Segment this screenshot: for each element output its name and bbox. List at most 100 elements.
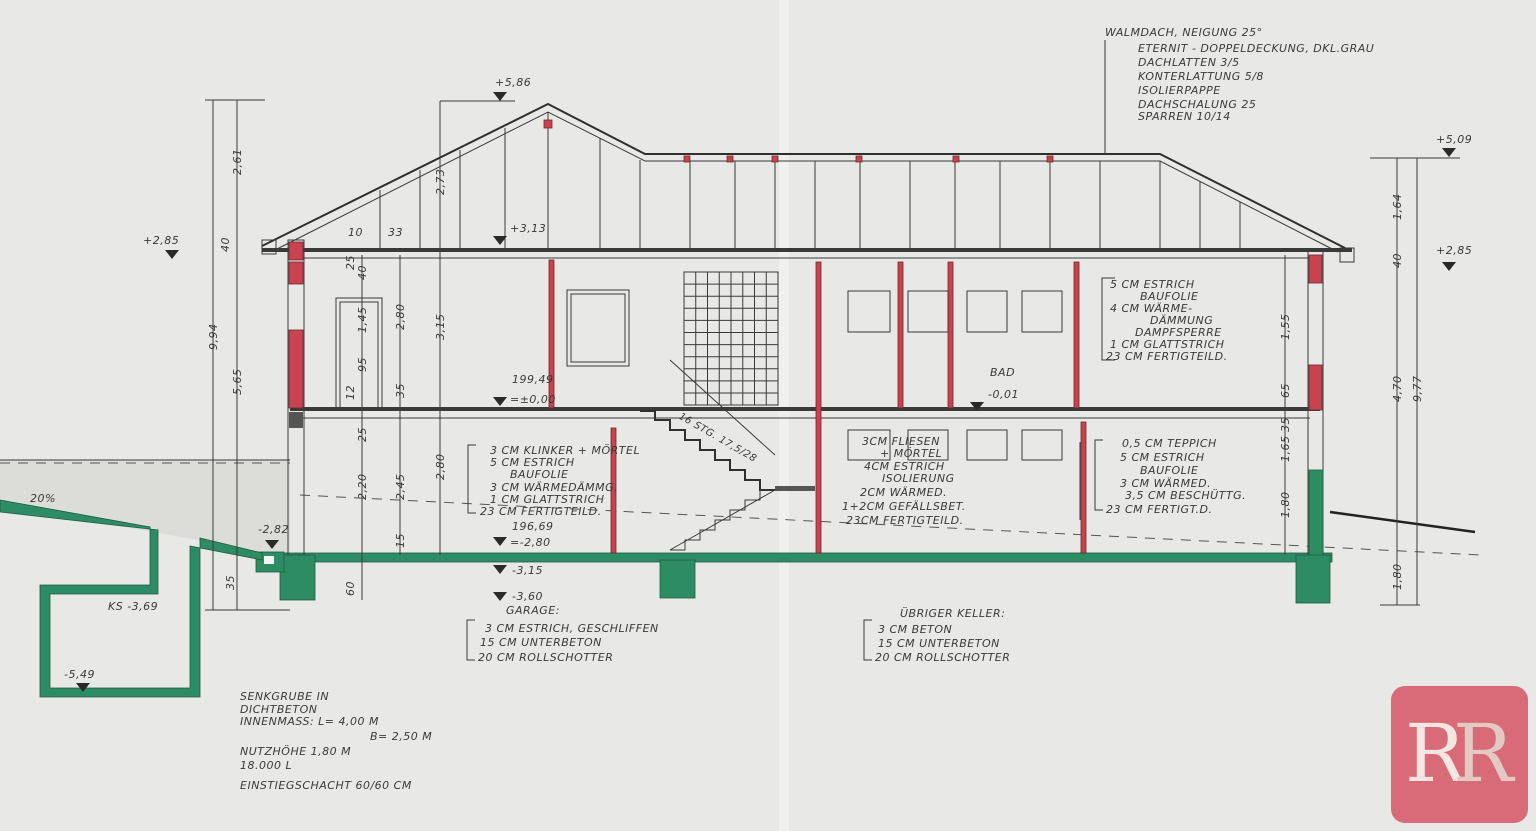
- spec-line: 1 CM GLATTSTRICH: [1110, 338, 1225, 351]
- spec-line: 3 CM ESTRICH, GESCHLIFFEN: [485, 622, 659, 635]
- spec-line: INNENMASS: L= 4,00 M: [240, 715, 379, 728]
- dim: 35: [1279, 417, 1292, 432]
- spec-line: EINSTIEGSCHACHT 60/60 CM: [240, 779, 412, 792]
- dim: 9,94: [207, 324, 220, 351]
- spec-line: 3CM FLIESEN: [862, 435, 940, 448]
- bad-floor-spec: 3CM FLIESEN + MÖRTEL 4CM ESTRICH ISOLIER…: [842, 435, 966, 527]
- openings: [335, 271, 1063, 461]
- dimension-labels-right: 1,64 40 4,70 9,77 1,80 1,55 65 35 1,65 1…: [1279, 194, 1424, 591]
- spec-title: GARAGE:: [506, 604, 560, 617]
- spec-line: SPARREN 10/14: [1138, 110, 1231, 123]
- foundations: [0, 499, 1331, 698]
- spec-line: 23 CM FERTIGT.D.: [1106, 503, 1212, 516]
- level-eave-right: +2,85: [1436, 244, 1472, 257]
- roof: [261, 102, 1355, 263]
- spec-line: 3 CM BETON: [878, 623, 952, 636]
- dim: 3,15: [434, 314, 447, 341]
- dimension-labels-left: 9,94 5,65 2,61 40 2,73 3,15 2,80 1,45 95…: [207, 149, 447, 597]
- spec-line: DICHTBETON: [240, 703, 318, 716]
- level-attic: +3,13: [510, 222, 546, 235]
- spec-line: SENKGRUBE IN: [240, 690, 329, 703]
- dimension-lines: [205, 40, 1460, 661]
- spec-line: 18.000 L: [240, 759, 292, 772]
- dim: 4,70: [1391, 376, 1404, 403]
- spec-line: B= 2,50 M: [370, 730, 432, 743]
- spec-line: 23CM FERTIGTEILD.: [846, 514, 964, 527]
- dim: 2,45: [394, 474, 407, 501]
- glass-block-window: [683, 271, 779, 406]
- dim: 35: [224, 575, 237, 590]
- dim: 2,80: [434, 454, 447, 481]
- spec-line: NUTZHÖHE 1,80 M: [240, 745, 351, 758]
- dim: 15: [394, 533, 407, 548]
- upper-floor-spec: 5 CM ESTRICH BAUFOLIE 4 CM WÄRME- DÄMMUN…: [1106, 278, 1228, 363]
- level-base-abs: 196,69: [512, 520, 554, 533]
- dim: 95: [356, 357, 369, 372]
- dim: 1,45: [356, 307, 369, 334]
- stairs-label: 16 STG. 17,5/28: [677, 411, 759, 465]
- room-bad: BAD: [990, 366, 1015, 379]
- spec-title: WALMDACH, NEIGUNG 25°: [1105, 26, 1263, 39]
- septic-tank: [0, 499, 263, 698]
- dim: 9,77: [1411, 376, 1424, 403]
- dim: 25: [356, 427, 369, 442]
- spec-line: DACHLATTEN 3/5: [1138, 56, 1240, 69]
- spec-line: ETERNIT - DOPPELDECKUNG, DKL.GRAU: [1138, 42, 1374, 55]
- spec-line: DACHSCHALUNG 25: [1138, 98, 1256, 111]
- level-slab-bottom: -3,15: [512, 564, 543, 577]
- spec-line: BAUFOLIE: [510, 468, 568, 481]
- level-top-right: +5,09: [1436, 133, 1472, 146]
- spec-line: 4 CM WÄRME-: [1110, 302, 1193, 315]
- level-base-rel: =-2,80: [510, 536, 551, 549]
- dim: 40: [219, 237, 232, 252]
- walls: [287, 239, 1324, 561]
- level-outside: -2,82: [258, 523, 289, 536]
- spec-line: 4CM ESTRICH: [864, 460, 945, 473]
- spec-line: 15 CM UNTERBETON: [878, 637, 1000, 650]
- dim: 2,61: [231, 149, 244, 176]
- spec-line: 5 CM ESTRICH: [1120, 451, 1205, 464]
- dim: 1,65: [1279, 436, 1292, 463]
- dim: 12: [344, 385, 357, 400]
- dim: 40: [356, 265, 369, 280]
- paper-fold: [779, 0, 789, 831]
- dim: 2,73: [434, 169, 447, 196]
- spec-line: 1+2CM GEFÄLLSBET.: [842, 500, 966, 513]
- dim: 2,20: [356, 474, 369, 501]
- company-logo: R R: [1391, 686, 1528, 823]
- lower-right-spec: 0,5 CM TEPPICH 5 CM ESTRICH BAUFOLIE 3 C…: [1106, 437, 1246, 516]
- spec-title: ÜBRIGER KELLER:: [900, 607, 1005, 620]
- dim: 60: [344, 581, 357, 596]
- staircase: [640, 359, 815, 551]
- spec-line: 2CM WÄRMED.: [860, 486, 947, 499]
- spec-line: 1 CM GLATTSTRICH: [490, 493, 605, 506]
- keller-spec: ÜBRIGER KELLER: 3 CM BETON 15 CM UNTERBE…: [875, 607, 1010, 664]
- spec-line: ISOLIERUNG: [882, 472, 955, 485]
- spec-line: 3 CM WÄRMED.: [1120, 477, 1211, 490]
- terrain: [0, 459, 1481, 556]
- garage-spec: GARAGE: 3 CM ESTRICH, GESCHLIFFEN 15 CM …: [478, 604, 659, 664]
- level-markers: [76, 92, 1456, 692]
- level-eave-left: +2,85: [143, 234, 179, 247]
- spec-line: BAUFOLIE: [1140, 464, 1198, 477]
- dim: 1,64: [1391, 194, 1404, 221]
- level-ground-abs: 199,49: [512, 373, 554, 386]
- dim: 10: [348, 226, 363, 239]
- roof-spec: WALMDACH, NEIGUNG 25° ETERNIT - DOPPELDE…: [1105, 26, 1374, 123]
- level-tank-bottom: -5,49: [64, 668, 95, 681]
- spec-line: 0,5 CM TEPPICH: [1122, 437, 1217, 450]
- level-ground-rel: =±0,00: [510, 393, 556, 406]
- ground-floor-spec: 3 CM KLINKER + MÖRTEL 5 CM ESTRICH BAUFO…: [480, 444, 640, 518]
- spec-line: 20 CM ROLLSCHOTTER: [875, 651, 1010, 664]
- spec-line: 23 CM FERTIGTEILD.: [1106, 350, 1228, 363]
- dim: 1,80: [1279, 492, 1292, 519]
- level-ks: KS -3,69: [108, 600, 158, 613]
- spec-line: ISOLIERPAPPE: [1138, 84, 1221, 97]
- spec-line: KONTERLATTUNG 5/8: [1138, 70, 1264, 83]
- spec-line: 5 CM ESTRICH: [490, 456, 575, 469]
- spec-line: 5 CM ESTRICH: [1110, 278, 1195, 291]
- dim: 2,80: [394, 304, 407, 331]
- spec-line: 3,5 CM BESCHÜTTG.: [1125, 489, 1246, 502]
- spec-line: 20 CM ROLLSCHOTTER: [478, 651, 613, 664]
